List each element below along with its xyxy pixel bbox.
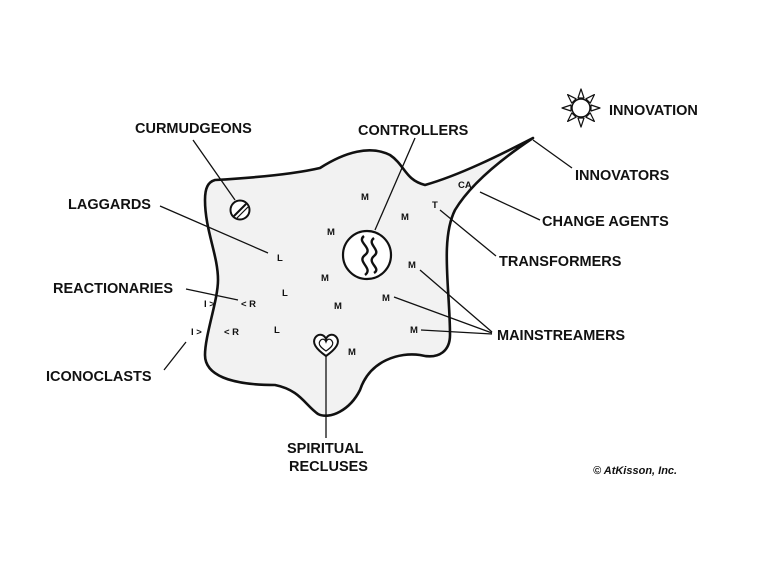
- copyright: © AtKisson, Inc.: [593, 465, 677, 477]
- marker-m: M: [348, 347, 356, 358]
- marker-l: L: [277, 253, 283, 264]
- marker-m: M: [361, 192, 369, 203]
- leader-lines: [159, 137, 573, 438]
- leader-mainstreamers-1: [419, 269, 493, 333]
- marker-ca: CA: [458, 180, 472, 191]
- marker-i-arrow: I >: [191, 327, 202, 338]
- label-spiritual-recluses-1: SPIRITUAL: [287, 441, 364, 457]
- marker-r-arrow: < R: [241, 299, 256, 310]
- leader-transformers: [439, 209, 497, 257]
- innovation-label: INNOVATION: [609, 103, 698, 119]
- heart-icon: [313, 333, 339, 358]
- leader-controllers: [374, 137, 416, 231]
- marker-m: M: [334, 301, 342, 312]
- label-change-agents: CHANGE AGENTS: [542, 214, 669, 230]
- label-reactionaries: REACTIONARIES: [53, 281, 173, 297]
- label-laggards: LAGGARDS: [68, 197, 151, 213]
- label-iconoclasts: ICONOCLASTS: [46, 369, 152, 385]
- no-sign-icon: [229, 199, 251, 221]
- marker-l: L: [282, 288, 288, 299]
- leader-curmudgeons: [192, 139, 236, 201]
- label-innovators: INNOVATORS: [575, 168, 670, 184]
- squiggle-icon: [341, 229, 393, 281]
- marker-l: L: [274, 325, 280, 336]
- marker-r-arrow: < R: [224, 327, 239, 338]
- leader-laggards: [159, 205, 269, 254]
- marker-i-arrow: I >: [204, 299, 215, 310]
- marker-m: M: [327, 227, 335, 238]
- leader-reactionaries: [185, 288, 239, 301]
- label-controllers: CONTROLLERS: [358, 123, 469, 139]
- marker-m: M: [382, 293, 390, 304]
- leader-mainstreamers-2: [393, 296, 493, 334]
- leader-iconoclasts: [163, 341, 187, 371]
- leader-innovators: [532, 139, 573, 169]
- leader-change-agents: [479, 191, 541, 221]
- marker-m: M: [401, 212, 409, 223]
- marker-m: M: [408, 260, 416, 271]
- label-spiritual-recluses-2: RECLUSES: [289, 459, 368, 475]
- sun-icon: [561, 88, 601, 128]
- label-mainstreamers: MAINSTREAMERS: [497, 328, 625, 344]
- marker-m: M: [321, 273, 329, 284]
- label-curmudgeons: CURMUDGEONS: [135, 121, 252, 137]
- leader-mainstreamers-3: [420, 329, 493, 335]
- marker-t: T: [432, 200, 438, 211]
- label-transformers: TRANSFORMERS: [499, 254, 622, 270]
- marker-m: M: [410, 325, 418, 336]
